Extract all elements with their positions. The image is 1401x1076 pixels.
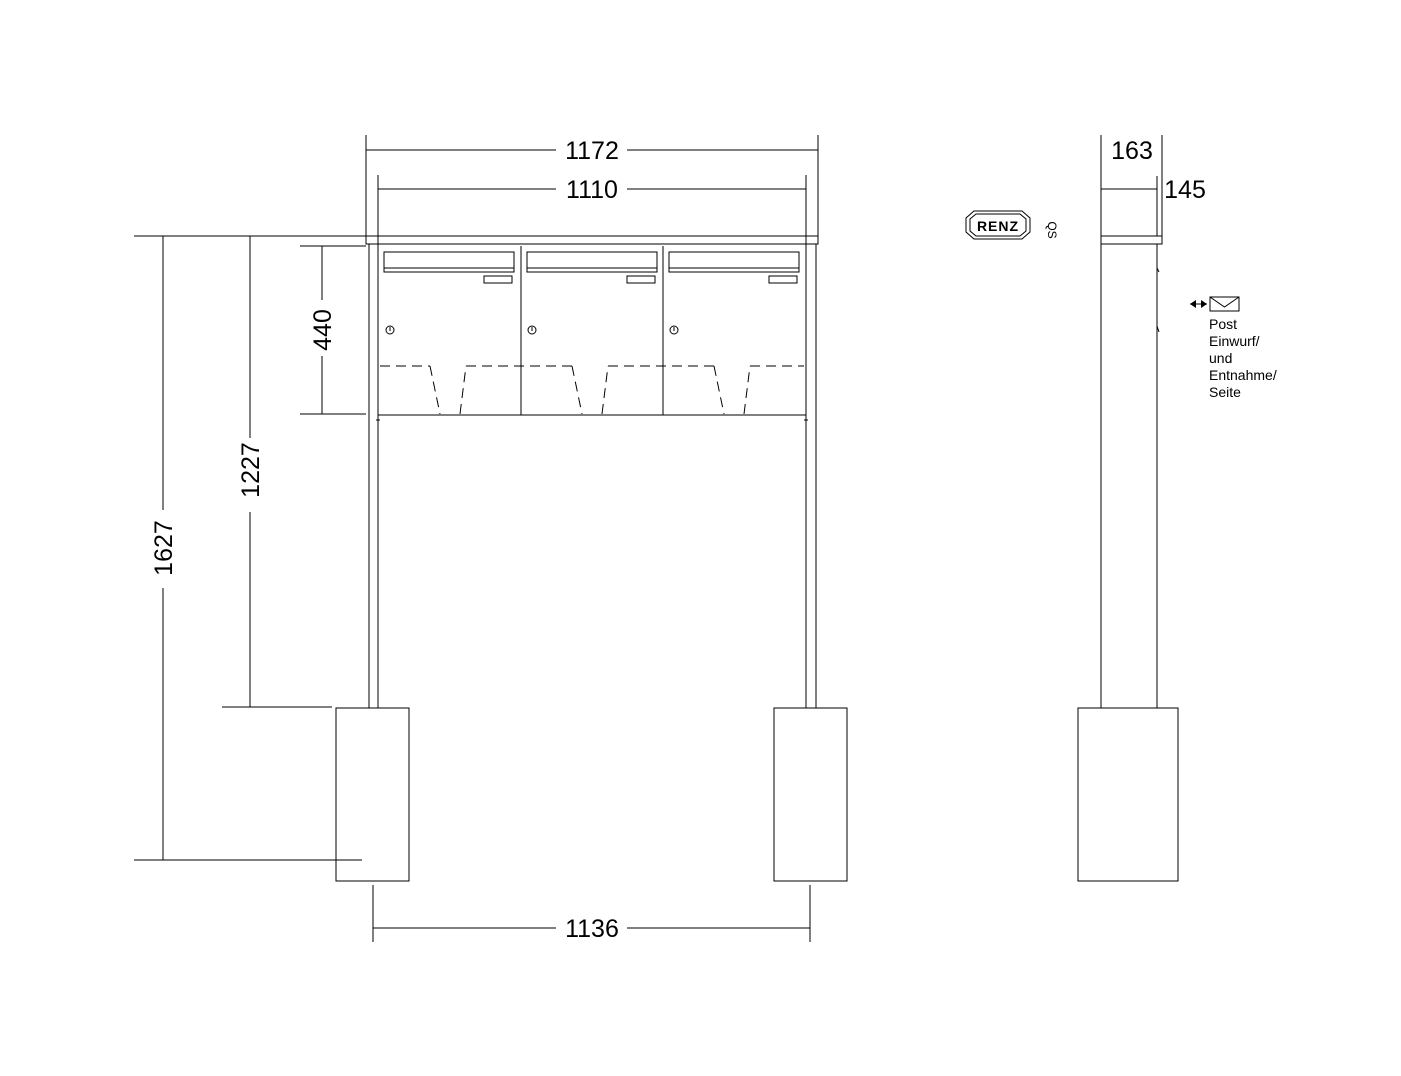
left-foundation bbox=[335, 707, 410, 882]
name-plate-1 bbox=[483, 275, 513, 284]
mailbox-door-3 bbox=[668, 251, 800, 335]
name-plate-2 bbox=[626, 275, 656, 284]
note-line-1: Post bbox=[1209, 316, 1237, 332]
note-line-3: und bbox=[1209, 350, 1232, 366]
side-view bbox=[1077, 235, 1179, 882]
lock-icon bbox=[527, 325, 537, 335]
mailbox-door-2 bbox=[526, 251, 658, 335]
hidden-interior-lines bbox=[380, 365, 804, 415]
lock-icon bbox=[669, 325, 679, 335]
dim-label-163: 163 bbox=[1111, 137, 1153, 165]
right-post bbox=[804, 244, 817, 708]
dimension-side-inner: 145 bbox=[1101, 176, 1206, 236]
name-plate-3 bbox=[768, 275, 798, 284]
right-foundation bbox=[773, 707, 848, 882]
logo-qs-mark: QS bbox=[1045, 221, 1059, 238]
bidirectional-arrow-icon bbox=[1190, 300, 1207, 308]
dimension-post-spacing: 1136 bbox=[372, 885, 811, 943]
dimension-box-width: 1110 bbox=[377, 175, 807, 244]
side-foundation bbox=[1077, 707, 1179, 882]
dim-label-1110: 1110 bbox=[566, 176, 618, 204]
dim-label-1172: 1172 bbox=[565, 137, 619, 165]
side-roof-cap bbox=[1100, 235, 1163, 245]
mailbox-body bbox=[377, 243, 807, 416]
dimension-side-outer: 163 bbox=[1100, 135, 1163, 236]
left-post bbox=[368, 244, 380, 708]
access-side-note: Post Einwurf/ und Entnahme/ Seite bbox=[1190, 296, 1277, 400]
dimension-post-height: 1227 bbox=[222, 236, 332, 708]
dim-label-440: 440 bbox=[309, 309, 337, 351]
dimension-overall-width: 1172 bbox=[365, 135, 819, 236]
dim-label-1227: 1227 bbox=[237, 442, 265, 498]
dimension-total-height: 1627 bbox=[134, 235, 366, 861]
dim-label-145: 145 bbox=[1164, 176, 1206, 204]
renz-logo: RENZ QS bbox=[965, 210, 1059, 240]
logo-brand: RENZ bbox=[977, 218, 1019, 234]
front-view bbox=[335, 235, 848, 882]
note-line-2: Einwurf/ bbox=[1209, 333, 1260, 349]
roof-cap bbox=[365, 235, 819, 245]
dim-label-1136: 1136 bbox=[565, 915, 619, 943]
note-line-4: Entnahme/ bbox=[1209, 367, 1277, 383]
dimension-box-height: 440 bbox=[300, 245, 366, 415]
mailbox-door-1 bbox=[383, 251, 515, 335]
envelope-icon bbox=[1209, 296, 1240, 312]
lock-icon bbox=[385, 325, 395, 335]
note-line-5: Seite bbox=[1209, 384, 1241, 400]
dim-label-1627: 1627 bbox=[150, 520, 178, 576]
